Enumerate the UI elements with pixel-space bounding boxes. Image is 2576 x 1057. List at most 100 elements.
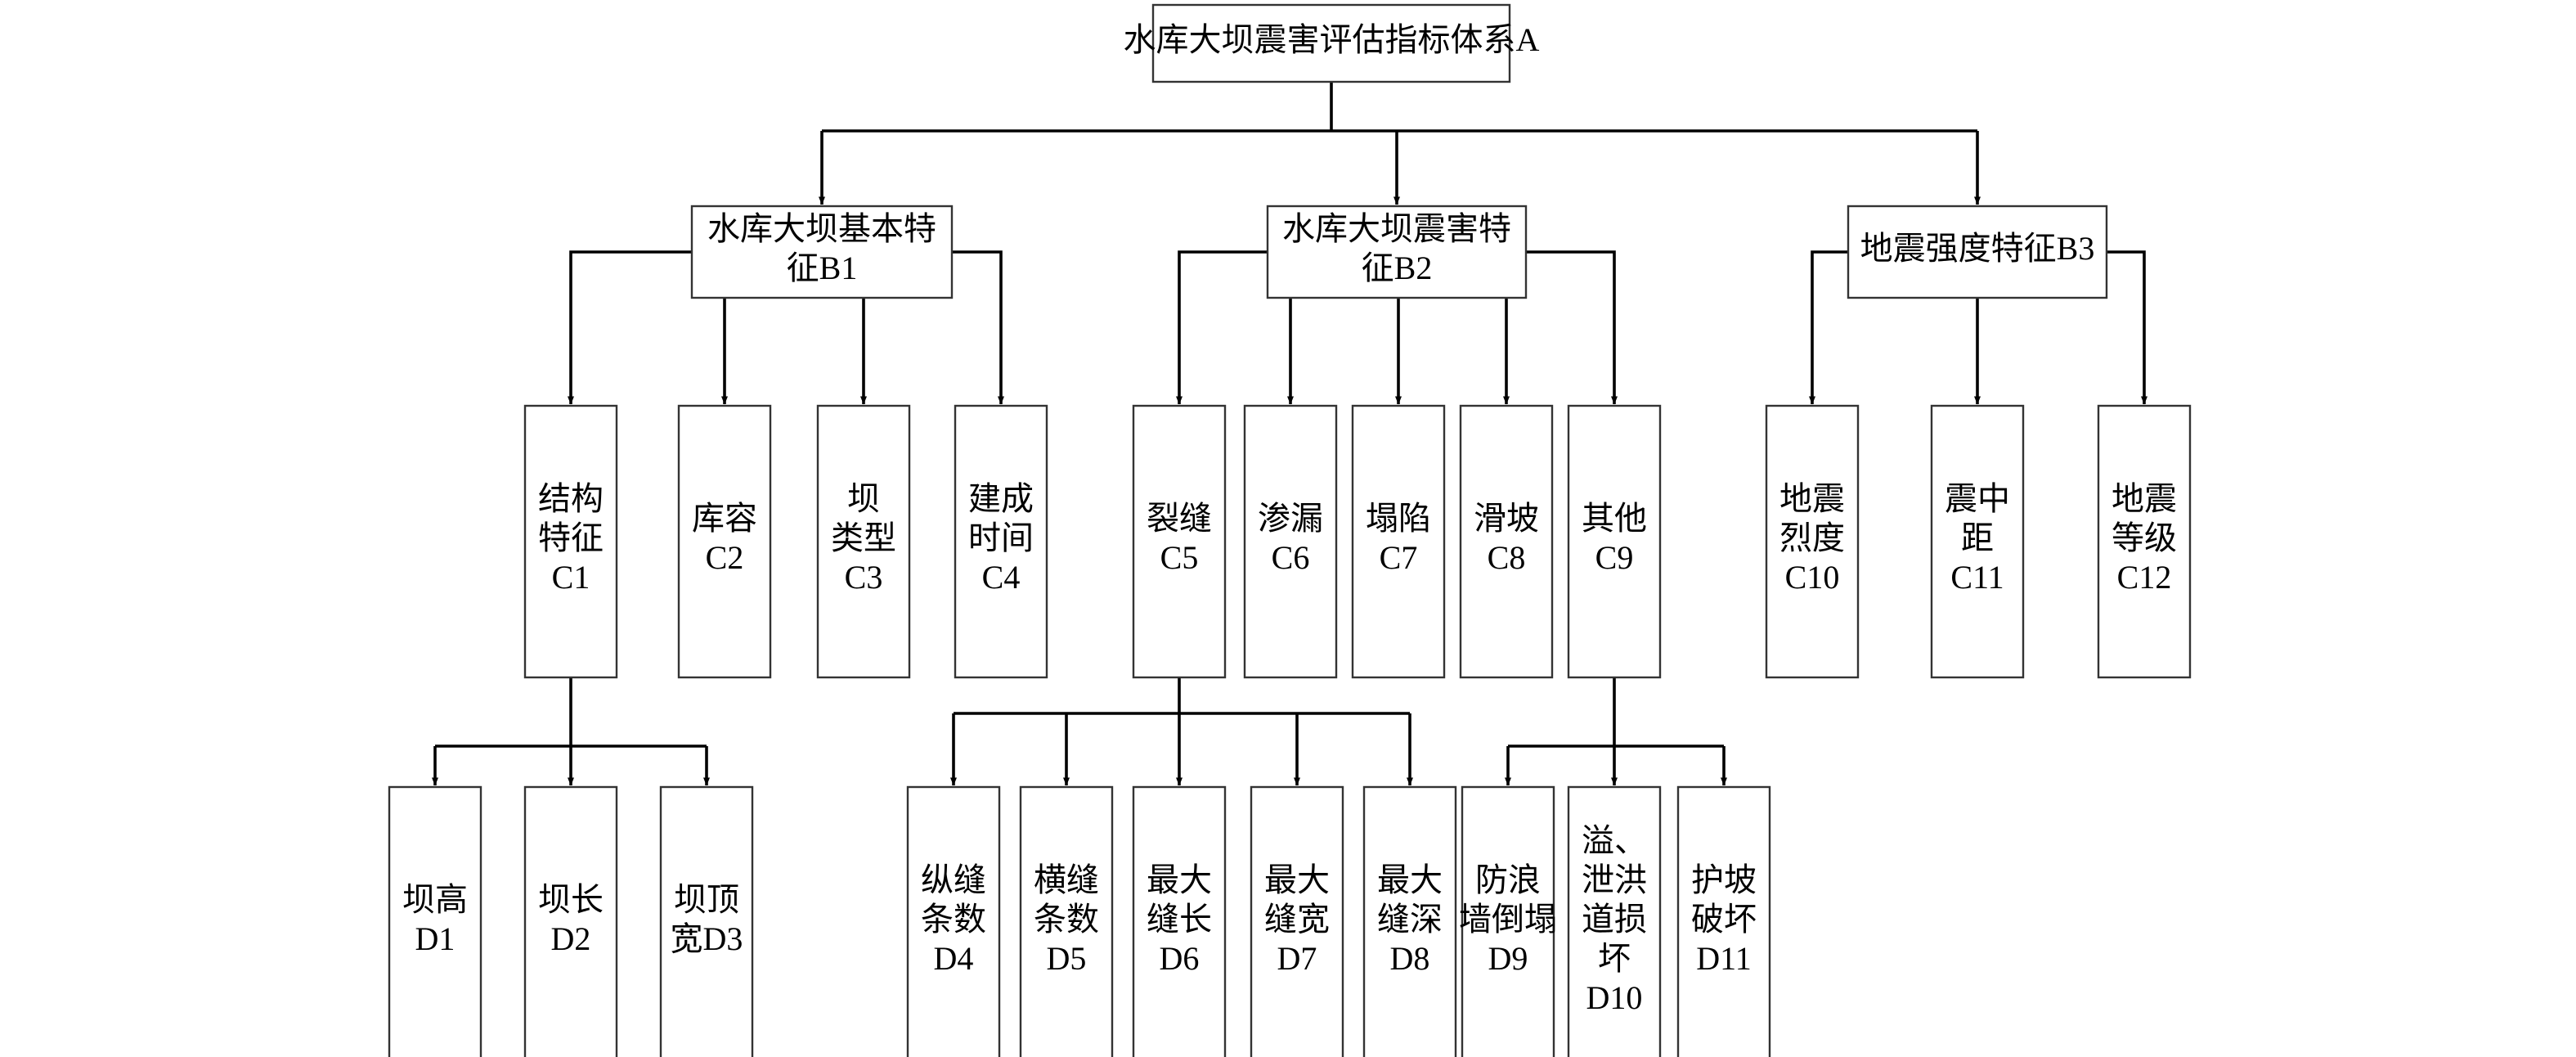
node-label-d4: D4 bbox=[934, 940, 974, 977]
node-box-d8 bbox=[1362, 785, 1457, 1057]
node-box-d3 bbox=[659, 785, 754, 1057]
node-label-d11: D11 bbox=[1696, 940, 1751, 977]
node-label-c10: 烈度 bbox=[1779, 520, 1845, 556]
node-label-c3: C3 bbox=[845, 559, 883, 596]
node-label-d6: 最大 bbox=[1147, 861, 1212, 898]
node-box-c12 bbox=[2097, 404, 2192, 679]
node-box-b1 bbox=[690, 205, 954, 299]
node-label-d4: 纵缝 bbox=[921, 861, 986, 898]
node-label-b1: 水库大坝基本特 bbox=[707, 210, 936, 247]
connector-arrow-c9 bbox=[1526, 250, 1618, 405]
node-label-c1: C1 bbox=[552, 559, 590, 596]
node-box-d2 bbox=[523, 785, 618, 1057]
node-label-c12: 地震 bbox=[2112, 480, 2177, 517]
node-label-d5: 条数 bbox=[1034, 901, 1099, 938]
node-label-c6: C6 bbox=[1272, 539, 1310, 576]
node-label-d7: 缝宽 bbox=[1264, 901, 1330, 938]
node-box-c2 bbox=[677, 404, 772, 679]
node-label-a: 水库大坝震害评估指标体系A bbox=[1124, 21, 1540, 58]
node-box-d7 bbox=[1250, 785, 1344, 1057]
node-label-c6: 渗漏 bbox=[1258, 500, 1323, 537]
connector-arrow-c10 bbox=[1809, 250, 1848, 405]
node-label-c8: 滑坡 bbox=[1474, 500, 1539, 537]
node-label-c10: 地震 bbox=[1779, 480, 1845, 517]
node-box-c5 bbox=[1132, 404, 1227, 679]
node-label-d10: 泄洪 bbox=[1582, 861, 1647, 898]
node-label-d10: 道损 bbox=[1582, 901, 1647, 938]
node-label-d3: 宽D3 bbox=[671, 920, 743, 957]
node-label-d9: D9 bbox=[1488, 940, 1528, 977]
node-label-d1: 坝高 bbox=[402, 881, 468, 918]
node-label-d11: 破坏 bbox=[1691, 901, 1757, 938]
node-label-d7: D7 bbox=[1277, 940, 1317, 977]
node-label-d9: 防浪 bbox=[1475, 861, 1541, 898]
node-label-c1: 特征 bbox=[538, 520, 604, 556]
node-label-d7: 最大 bbox=[1264, 861, 1330, 898]
node-box-d5 bbox=[1019, 785, 1114, 1057]
node-label-b1: 征B1 bbox=[787, 250, 858, 286]
node-box-c6 bbox=[1243, 404, 1338, 679]
node-label-d6: 缝长 bbox=[1147, 901, 1212, 938]
node-label-d9: 墙倒塌 bbox=[1459, 901, 1557, 938]
node-label-c3: 坝 bbox=[847, 480, 880, 517]
node-label-d10: 坏 bbox=[1598, 940, 1631, 977]
node-box-d6 bbox=[1132, 785, 1227, 1057]
node-label-c12: C12 bbox=[2117, 559, 2172, 596]
node-box-d10 bbox=[1567, 785, 1662, 1057]
node-label-c2: 库容 bbox=[692, 500, 757, 537]
node-label-b2: 水库大坝震害特 bbox=[1282, 210, 1511, 247]
node-label-c4: 建成 bbox=[968, 480, 1034, 517]
node-label-c4: 时间 bbox=[968, 520, 1034, 556]
node-label-d10: 溢、 bbox=[1582, 822, 1647, 859]
node-label-d11: 护坡 bbox=[1691, 861, 1757, 898]
node-label-c12: 等级 bbox=[2112, 520, 2177, 556]
node-label-c3: 类型 bbox=[831, 520, 896, 556]
node-label-c11: 震中 bbox=[1945, 480, 2010, 517]
node-box-c9 bbox=[1567, 404, 1662, 679]
node-box-c7 bbox=[1351, 404, 1446, 679]
node-label-d10: D10 bbox=[1586, 979, 1643, 1016]
node-label-c7: C7 bbox=[1380, 539, 1418, 576]
connector-arrow-c1 bbox=[568, 250, 692, 405]
node-box-b3 bbox=[1847, 205, 2108, 299]
node-a: 水库大坝震害评估指标体系A bbox=[1124, 3, 1540, 83]
node-label-c5: C5 bbox=[1160, 539, 1199, 576]
node-label-c1: 结构 bbox=[538, 480, 604, 517]
connector-arrow-c12 bbox=[2107, 250, 2147, 405]
node-label-d4: 条数 bbox=[921, 901, 986, 938]
node-box-d1 bbox=[388, 785, 482, 1057]
node-box-c11 bbox=[1930, 404, 2025, 679]
node-label-c7: 塌陷 bbox=[1366, 500, 1431, 537]
connector-arrow-c5 bbox=[1176, 250, 1268, 405]
node-box-d11 bbox=[1676, 785, 1771, 1057]
node-label-c4: C4 bbox=[982, 559, 1021, 596]
node-label-c2: C2 bbox=[706, 539, 744, 576]
node-label-c9: 其他 bbox=[1582, 500, 1647, 537]
node-label-c5: 裂缝 bbox=[1147, 500, 1212, 537]
node-label-d5: D5 bbox=[1047, 940, 1087, 977]
node-label-c11: C11 bbox=[1950, 559, 2004, 596]
node-label-c10: C10 bbox=[1785, 559, 1840, 596]
node-box-d9 bbox=[1461, 785, 1555, 1057]
node-label-d2: 坝长 bbox=[538, 881, 604, 918]
node-b3: 地震强度特征B3 bbox=[1847, 205, 2108, 299]
node-label-d6: D6 bbox=[1160, 940, 1200, 977]
